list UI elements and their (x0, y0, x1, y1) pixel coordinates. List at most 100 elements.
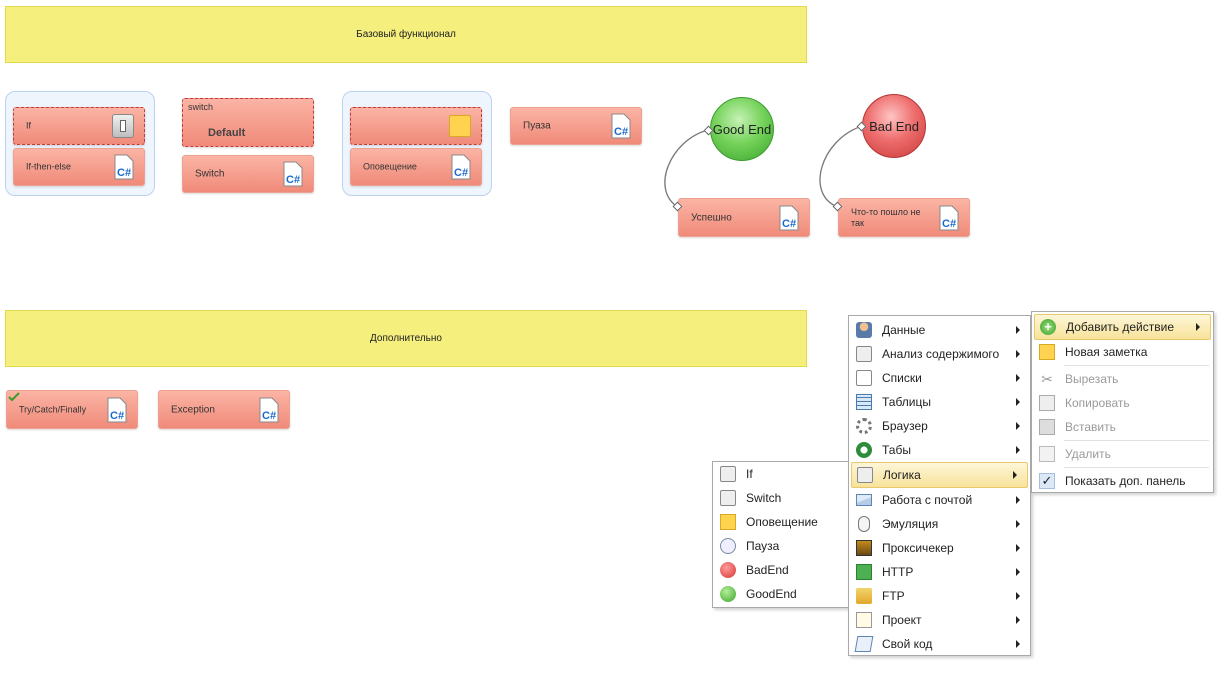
note-icon (449, 115, 471, 137)
chevron-right-icon (1016, 592, 1020, 600)
context-copy-label: Копировать (1065, 396, 1130, 410)
menu-item-label: Таблицы (882, 395, 932, 409)
menu-item-tabs[interactable]: Табы (849, 438, 1030, 462)
csharp-icon: C# (779, 205, 799, 230)
csharp-icon: C# (114, 154, 134, 180)
context-add-action[interactable]: + Добавить действие (1034, 314, 1211, 340)
logic-menu-item-note[interactable]: Оповещение (713, 510, 850, 534)
context-paste[interactable]: Вставить (1032, 415, 1213, 439)
person-icon (856, 322, 872, 338)
csharp-icon: C# (107, 397, 127, 422)
add-icon: + (1040, 319, 1056, 335)
gear-icon (856, 418, 872, 434)
good-end-ball[interactable]: Good End (710, 97, 774, 161)
menu-item-data[interactable]: Данные (849, 318, 1030, 342)
proxy-icon (856, 540, 872, 556)
menu-item-label: Анализ содержимого (882, 347, 1000, 361)
logic-menu-item-if[interactable]: If (713, 462, 850, 486)
context-menu: + Добавить действие Новая заметка ✂ Выреза… (1031, 311, 1214, 493)
ftp-icon (856, 588, 872, 604)
menu-item-label: Свой код (882, 637, 933, 651)
menu-item-mail[interactable]: Работа с почтой (849, 488, 1030, 512)
delete-icon (1039, 446, 1055, 462)
context-cut[interactable]: ✂ Вырезать (1032, 367, 1213, 391)
if-icon (112, 114, 134, 138)
menu-item-http[interactable]: HTTP (849, 560, 1030, 584)
csharp-icon: C# (259, 397, 279, 422)
node-alert[interactable]: Оповещение C# (350, 148, 482, 186)
menu-item-emulation[interactable]: Эмуляция (849, 512, 1030, 536)
svg-text:C#: C# (286, 174, 300, 186)
node-if-label: If (26, 120, 32, 131)
action-category-menu: Данные Анализ содержимого Списки Таблицы… (848, 315, 1031, 656)
context-delete[interactable]: Удалить (1032, 442, 1213, 466)
good-end-label: Good End (712, 121, 772, 137)
node-switch-block[interactable]: switch Default (182, 98, 314, 147)
chevron-right-icon (1016, 422, 1020, 430)
logic-menu-item-badend[interactable]: BadEnd (713, 558, 850, 582)
node-success[interactable]: Успешно C# (678, 198, 810, 237)
menu-item-label: Проект (882, 613, 922, 627)
node-alert-label: Оповещение (363, 161, 417, 172)
chevron-right-icon (1016, 496, 1020, 504)
note-icon (720, 514, 736, 530)
node-fail-label: Что-то пошло не так (851, 206, 921, 228)
chevron-right-icon (1016, 350, 1020, 358)
svg-text:C#: C# (614, 126, 628, 138)
banner-basic[interactable]: Базовый функционал (5, 6, 807, 63)
context-copy[interactable]: Копировать (1032, 391, 1213, 415)
node-exception[interactable]: Exception C# (158, 390, 290, 429)
svg-text:C#: C# (782, 218, 796, 230)
menu-item-own-code[interactable]: Свой код (849, 632, 1030, 656)
menu-item-browser[interactable]: Браузер (849, 414, 1030, 438)
list-icon (856, 370, 872, 386)
menu-item-project[interactable]: Проект (849, 608, 1030, 632)
node-fail[interactable]: Что-то пошло не так C# (838, 198, 970, 237)
banner-extra[interactable]: Дополнительно (5, 310, 807, 367)
svg-text:C#: C# (454, 167, 468, 179)
chevron-right-icon (1016, 374, 1020, 382)
tab-icon (856, 442, 872, 458)
menu-item-proxychecker[interactable]: Проксичекер (849, 536, 1030, 560)
svg-text:C#: C# (942, 218, 956, 230)
logic-menu-label: If (746, 467, 753, 481)
menu-item-label: Эмуляция (882, 517, 939, 531)
menu-item-ftp[interactable]: FTP (849, 584, 1030, 608)
context-cut-label: Вырезать (1065, 372, 1119, 386)
context-add-action-label: Добавить действие (1066, 320, 1174, 334)
node-try-catch[interactable]: Try/Catch/Finally C# (6, 390, 138, 429)
context-new-note[interactable]: Новая заметка (1032, 340, 1213, 364)
logic-menu-item-switch[interactable]: Switch (713, 486, 850, 510)
node-note[interactable] (350, 107, 482, 145)
banner-basic-label: Базовый функционал (356, 29, 456, 40)
node-if-then-else[interactable]: If-then-else C# (13, 148, 145, 186)
menu-item-label: Браузер (882, 419, 928, 433)
menu-item-content-analysis[interactable]: Анализ содержимого (849, 342, 1030, 366)
bad-end-ball[interactable]: Bad End (862, 94, 926, 158)
banner-extra-label: Дополнительно (370, 333, 442, 344)
context-delete-label: Удалить (1065, 447, 1111, 461)
node-if[interactable]: If (13, 107, 145, 145)
menu-separator (1064, 440, 1209, 441)
logic-menu-item-pause[interactable]: Пауза (713, 534, 850, 558)
menu-item-tables[interactable]: Таблицы (849, 390, 1030, 414)
logic-menu-item-goodend[interactable]: GoodEnd (713, 582, 850, 606)
menu-item-label: Данные (882, 323, 926, 337)
menu-item-logic[interactable]: Логика (851, 462, 1028, 488)
node-switch[interactable]: Switch C# (182, 155, 314, 193)
chevron-right-icon (1016, 398, 1020, 406)
http-icon (856, 564, 872, 580)
copy-icon (1039, 395, 1055, 411)
check-icon (8, 392, 20, 402)
svg-text:C#: C# (262, 410, 276, 422)
chevron-right-icon (1016, 326, 1020, 334)
scissors-icon: ✂ (1041, 371, 1053, 387)
context-show-panel[interactable]: ✓Показать доп. панель (1032, 469, 1213, 493)
table-icon (856, 394, 872, 410)
node-pause-label: Пуаза (523, 120, 551, 132)
menu-item-lists[interactable]: Списки (849, 366, 1030, 390)
chevron-right-icon (1196, 323, 1200, 331)
node-pause[interactable]: Пуаза C# (510, 107, 642, 145)
note-icon (1039, 344, 1055, 360)
